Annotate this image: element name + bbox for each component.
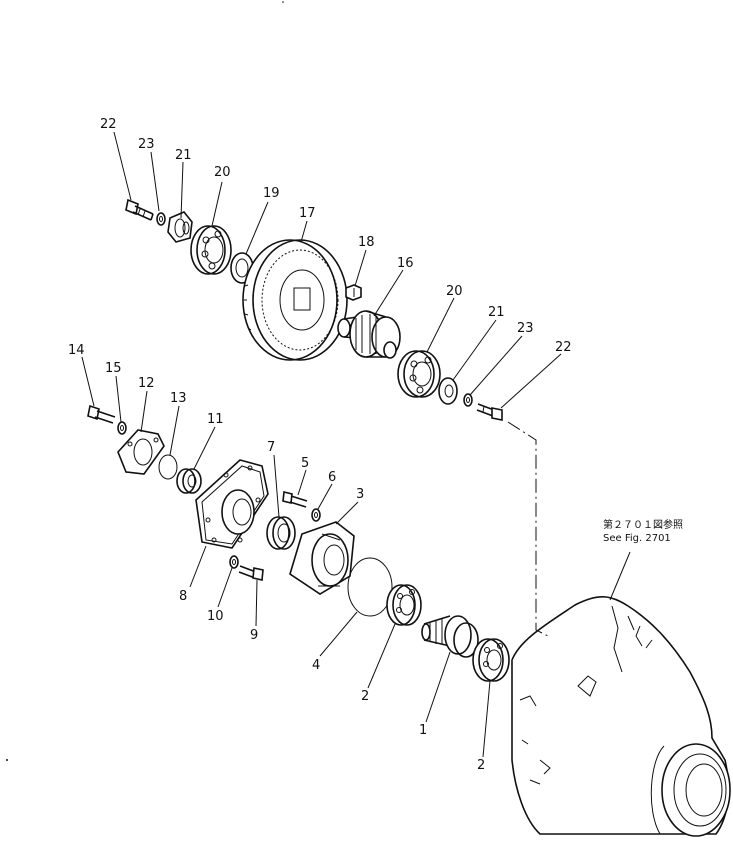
assembly-dash-line [507, 421, 549, 637]
part-22-bolt-upper [125, 198, 154, 221]
part-13-o-ring [158, 454, 178, 480]
part-18-key [345, 284, 362, 301]
part-14-bolt [87, 404, 116, 424]
part-8-housing-plate [195, 459, 269, 549]
callout-20-upper: 20 [214, 165, 231, 180]
reference-note-japanese: 第２７０１図参照 [603, 518, 683, 531]
callout-6: 6 [328, 470, 336, 485]
callout-13: 13 [170, 391, 187, 406]
callout-9: 9 [250, 628, 258, 643]
part-15-washer [117, 421, 127, 435]
callout-21-upper: 21 [175, 148, 192, 163]
callout-3: 3 [356, 487, 364, 502]
callout-14: 14 [68, 343, 85, 358]
stray-dot-top [282, 1, 284, 3]
part-23-washer-right [463, 393, 473, 407]
stray-dot [6, 759, 8, 761]
part-22-bolt-right [476, 403, 503, 421]
part-5-bolt [282, 491, 308, 508]
callout-22-right: 22 [555, 340, 572, 355]
callout-21-right: 21 [488, 305, 505, 320]
part-11-seal [176, 468, 202, 494]
reference-note-english: See Fig. 2701 [603, 533, 671, 544]
part-21-collar-upper [167, 211, 193, 243]
part-7-bearing [266, 516, 296, 550]
part-1-pinion [421, 615, 479, 658]
part-9-bolt [238, 565, 264, 581]
part-21-collar-right [438, 377, 458, 405]
part-17-large-gear [242, 239, 348, 361]
callout-10: 10 [207, 609, 224, 624]
part-4-o-ring [347, 557, 393, 617]
part-12-cover [117, 429, 165, 475]
callout-20-right: 20 [446, 284, 463, 299]
callout-2-lower: 2 [477, 758, 485, 773]
part-20-bearing-upper [190, 225, 232, 275]
part-16-pinion-shaft [337, 310, 401, 359]
callout-2-middle: 2 [361, 689, 369, 704]
callout-22-upper: 22 [100, 117, 117, 132]
transmission-case [511, 596, 731, 837]
callout-19: 19 [263, 186, 280, 201]
part-6-washer [311, 508, 321, 522]
callout-5: 5 [301, 456, 309, 471]
leader-lines [81, 131, 631, 758]
callout-15: 15 [105, 361, 122, 376]
callout-23-upper: 23 [138, 137, 155, 152]
part-2-bearing-middle [386, 584, 422, 626]
part-3-bearing-carrier [289, 521, 355, 595]
callout-1: 1 [419, 723, 427, 738]
callout-11: 11 [207, 412, 224, 427]
callout-16: 16 [397, 256, 414, 271]
callout-labels: 22 23 21 20 19 17 18 16 20 21 23 22 14 1… [68, 117, 572, 773]
part-23-washer-upper [156, 212, 166, 226]
callout-23-right: 23 [517, 321, 534, 336]
part-2-bearing-lower [472, 638, 510, 682]
callout-12: 12 [138, 376, 155, 391]
part-20-bearing-right [397, 350, 441, 398]
callout-8: 8 [179, 589, 187, 604]
callout-7: 7 [267, 440, 275, 455]
part-10-washer [229, 555, 239, 569]
reference-note: 第２７０１図参照 See Fig. 2701 [603, 518, 683, 544]
callout-17: 17 [299, 206, 316, 221]
callout-18: 18 [358, 235, 375, 250]
callout-4: 4 [312, 658, 320, 673]
